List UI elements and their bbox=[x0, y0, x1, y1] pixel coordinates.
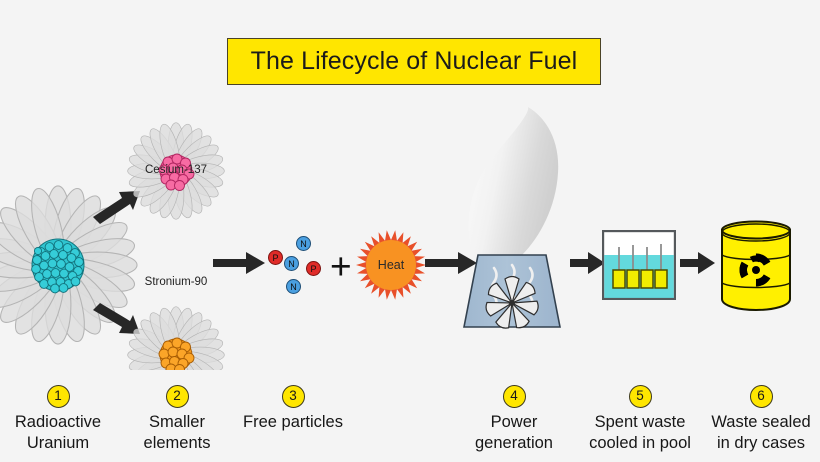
waste-barrel bbox=[721, 220, 791, 311]
spent-fuel-pool bbox=[602, 230, 676, 300]
step-5: 5 Spent waste cooled in pool bbox=[576, 385, 704, 454]
step-caption-5: Spent waste cooled in pool bbox=[589, 413, 691, 452]
step-caption-3: Free particles bbox=[243, 413, 343, 431]
power-plant-cooling-tower bbox=[463, 107, 561, 329]
plus-operator: + bbox=[330, 246, 352, 287]
step-2: 2 Smaller elements bbox=[122, 385, 232, 454]
atom-cesium-137 bbox=[127, 122, 225, 220]
particle-symbol: N bbox=[290, 282, 297, 292]
particle-neutron: N bbox=[284, 256, 299, 271]
sunburst-icon bbox=[356, 230, 426, 300]
step-badge-6: 6 bbox=[749, 385, 773, 408]
step-caption-6: Waste sealed in dry cases bbox=[711, 413, 811, 452]
atom-label-strontium: Stronium-90 bbox=[144, 276, 208, 288]
cesium-nucleus bbox=[158, 153, 195, 191]
rod-hangers bbox=[618, 244, 662, 270]
step-3: 3 Free particles bbox=[233, 385, 353, 433]
radiation-trefoil-icon bbox=[739, 253, 771, 287]
particle-proton: P bbox=[306, 261, 321, 276]
step-badge-1: 1 bbox=[46, 385, 70, 408]
step-badge-5: 5 bbox=[628, 385, 652, 408]
step-1: 1 Radioactive Uranium bbox=[2, 385, 114, 454]
atom-label-cesium: Cesium-137 bbox=[145, 164, 207, 176]
step-4: 4 Power generation bbox=[459, 385, 569, 454]
title-banner: The Lifecycle of Nuclear Fuel bbox=[227, 38, 601, 85]
particle-symbol: P bbox=[310, 264, 317, 274]
particle-neutron: N bbox=[296, 236, 311, 251]
particle-proton: P bbox=[268, 250, 283, 265]
fuel-rods bbox=[612, 269, 668, 289]
arrow-fission-up bbox=[93, 191, 140, 224]
step-caption-2: Smaller elements bbox=[143, 413, 211, 452]
arrow-to-power-plant bbox=[425, 252, 477, 274]
particle-symbol: N bbox=[288, 259, 295, 269]
arrow-to-particles bbox=[213, 252, 265, 274]
fission-atoms-group bbox=[0, 95, 240, 370]
heat-burst: Heat bbox=[355, 229, 427, 301]
atom-uranium bbox=[0, 185, 138, 344]
arrow-to-pool bbox=[570, 252, 605, 274]
page-title: The Lifecycle of Nuclear Fuel bbox=[250, 47, 578, 75]
atom-strontium-90 bbox=[127, 306, 225, 370]
step-6: 6 Waste sealed in dry cases bbox=[702, 385, 820, 454]
arrow-to-barrel bbox=[680, 252, 715, 274]
step-badge-3: 3 bbox=[281, 385, 305, 408]
step-caption-4: Power generation bbox=[475, 413, 553, 452]
particle-symbol: N bbox=[300, 239, 307, 249]
turbine-fan-icon bbox=[485, 275, 539, 329]
steam-plume bbox=[468, 107, 559, 260]
uranium-nucleus bbox=[31, 238, 85, 294]
arrow-fission-down bbox=[93, 303, 140, 334]
particle-neutron: N bbox=[286, 279, 301, 294]
step-caption-1: Radioactive Uranium bbox=[14, 413, 102, 452]
particle-symbol: P bbox=[272, 253, 279, 263]
step-badge-4: 4 bbox=[502, 385, 526, 408]
step-badge-2: 2 bbox=[165, 385, 189, 408]
strontium-nucleus bbox=[158, 337, 195, 370]
